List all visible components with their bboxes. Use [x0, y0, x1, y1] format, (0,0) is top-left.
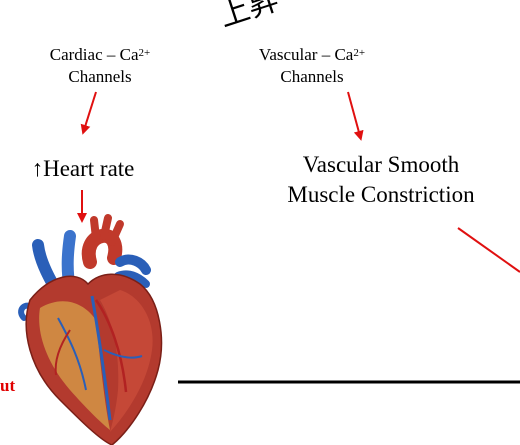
vascular-smooth-muscle-constriction-label: Vascular Smooth Muscle Constriction	[256, 150, 506, 210]
arrow-cardiac-to-heartrate	[84, 92, 96, 130]
arrow-vascular-to-constriction	[348, 92, 360, 136]
svg-text:上昇: 上昇	[215, 0, 283, 34]
cardiac-channels-label: Cardiac – Ca2+ Channels	[20, 44, 180, 88]
cardiac-channels-prefix: Cardiac – Ca	[50, 45, 139, 64]
vascular-effect-line1: Vascular Smooth	[256, 150, 506, 180]
cardiac-channels-line2: Channels	[20, 66, 180, 88]
vascular-channels-line2: Channels	[232, 66, 392, 88]
arrow-constriction-partial	[458, 228, 520, 272]
heart-illustration	[21, 218, 161, 445]
top-partial-text: 上昇	[215, 0, 283, 34]
heart-rate-label: ↑Heart rate	[8, 154, 158, 184]
vascular-channels-label: Vascular – Ca2+ Channels	[232, 44, 392, 88]
vascular-channels-superscript: 2+	[353, 47, 365, 59]
cardiac-channels-superscript: 2+	[139, 47, 151, 59]
vascular-effect-line2: Muscle Constriction	[256, 180, 506, 210]
vascular-channels-prefix: Vascular – Ca	[259, 45, 353, 64]
partial-red-label: ut	[0, 376, 15, 396]
